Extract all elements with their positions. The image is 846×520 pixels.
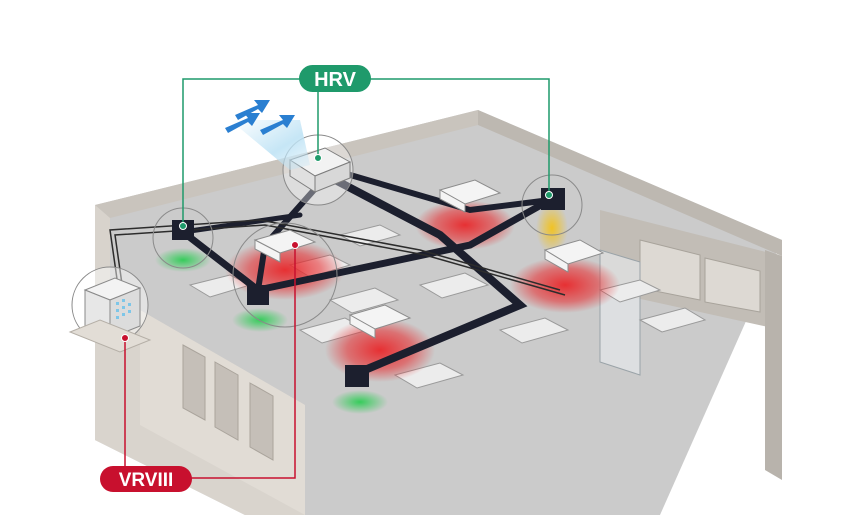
air-stream bbox=[230, 120, 310, 170]
doors bbox=[182, 344, 274, 461]
outdoor-base bbox=[68, 319, 152, 353]
hrv-label-text: HRV bbox=[314, 69, 357, 91]
vrv-callout-dots bbox=[121, 241, 299, 342]
refrigerant-pipes bbox=[109, 219, 566, 306]
indoor-units bbox=[253, 179, 605, 339]
back-wall-right bbox=[478, 110, 782, 256]
hrv-callout-dots bbox=[179, 154, 553, 230]
hrv-callout-lines bbox=[182, 78, 550, 226]
windows bbox=[639, 239, 761, 313]
airflow-arrows-icon bbox=[225, 100, 295, 135]
hrv-label: HRV bbox=[299, 65, 371, 92]
vrv-label: VRVIII bbox=[100, 466, 192, 492]
right-wall-side bbox=[765, 250, 782, 480]
vrv-label-text: VRVIII bbox=[119, 470, 174, 491]
fresh-air-zones bbox=[155, 202, 568, 414]
